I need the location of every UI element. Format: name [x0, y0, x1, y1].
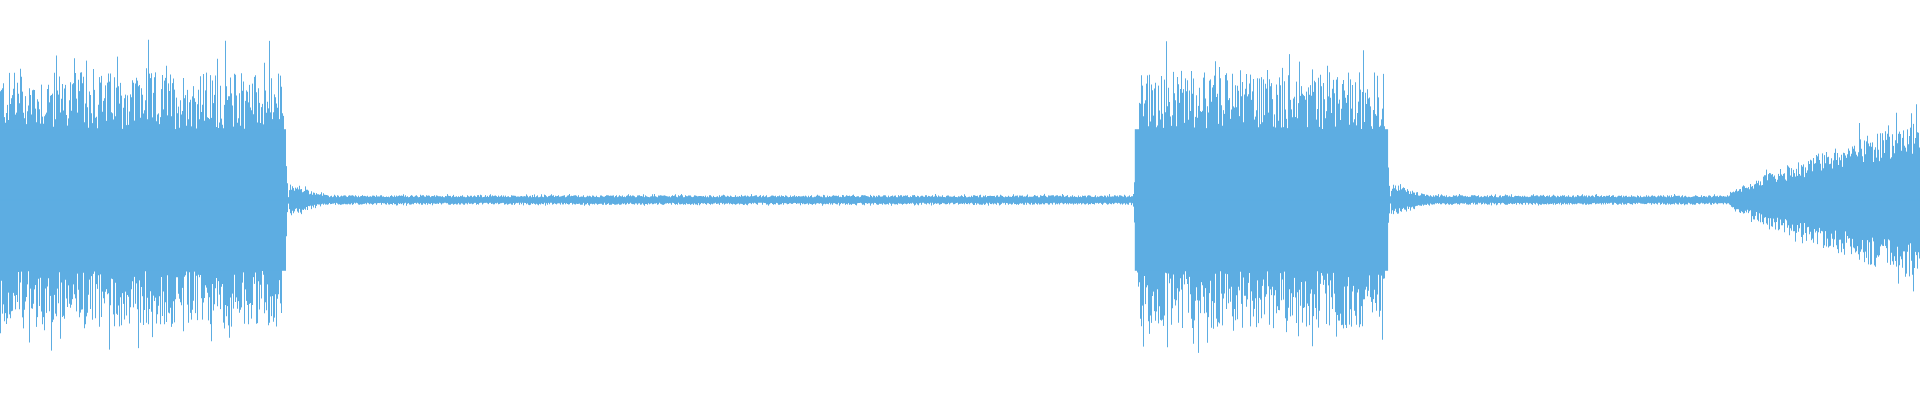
waveform-samples	[0, 39, 1920, 353]
waveform-trace	[0, 39, 1920, 353]
